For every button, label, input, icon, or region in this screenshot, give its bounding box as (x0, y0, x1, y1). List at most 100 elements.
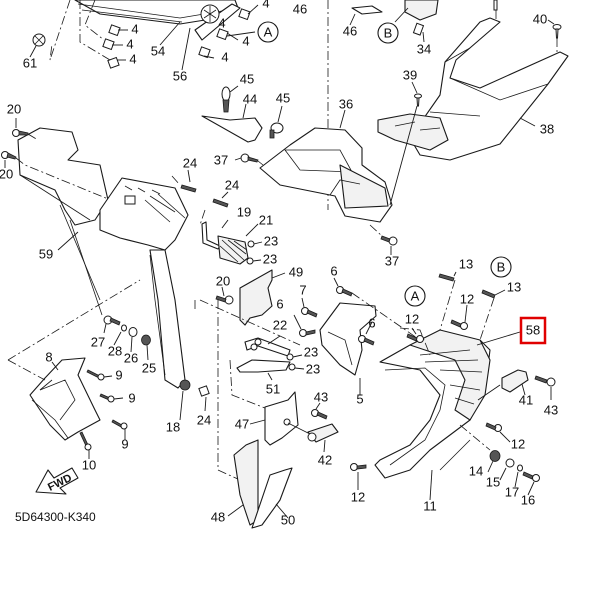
callout-6[interactable]: 6 (330, 263, 337, 278)
callout-50[interactable]: 50 (281, 512, 295, 527)
part-8-cover[interactable] (29, 357, 101, 441)
callout-9[interactable]: 9 (115, 367, 122, 382)
callout-6[interactable]: 6 (368, 315, 375, 330)
bolt-12-lower[interactable] (350, 463, 367, 471)
screw-9-a[interactable] (86, 369, 105, 381)
callout-59[interactable]: 59 (39, 246, 53, 261)
screw-6-mid[interactable] (301, 307, 318, 318)
band-45-right[interactable] (269, 122, 284, 139)
bolt-43-left[interactable] (311, 409, 328, 420)
grommet-61[interactable] (32, 33, 46, 47)
screw-37-bottom[interactable] (380, 235, 398, 246)
part-59-inner-panel[interactable] (17, 127, 109, 316)
collar-26[interactable] (128, 327, 138, 337)
callout-23[interactable]: 23 (306, 361, 320, 376)
callout-58[interactable]: 58 (526, 322, 540, 337)
callout-12[interactable]: 12 (405, 311, 419, 326)
callout-20[interactable]: 20 (216, 273, 230, 288)
callout-4[interactable]: 4 (131, 21, 138, 36)
frame-bracket[interactable] (99, 177, 189, 389)
callout-24[interactable]: 24 (183, 155, 197, 170)
callout-44[interactable]: 44 (243, 91, 257, 106)
callout-38[interactable]: 38 (540, 121, 554, 136)
callout-4[interactable]: 4 (242, 33, 249, 48)
callout-20[interactable]: 20 (7, 101, 21, 116)
rod-19[interactable] (201, 221, 221, 250)
callout-23[interactable]: 23 (264, 233, 278, 248)
part-44-trim[interactable] (201, 115, 263, 143)
part-54-footboard[interactable] (74, 0, 241, 41)
part-36-center-cover[interactable] (259, 127, 393, 223)
screw-9-c[interactable] (111, 419, 128, 430)
screw-6-top[interactable] (336, 286, 353, 297)
screw-39[interactable] (414, 93, 422, 107)
bracket-41[interactable] (501, 369, 529, 393)
nut-23-b[interactable] (246, 257, 254, 265)
callout-10[interactable]: 10 (82, 457, 96, 472)
bolt-12-mid[interactable] (406, 333, 424, 343)
callout-37[interactable]: 37 (214, 152, 228, 167)
part-47-panel[interactable] (264, 391, 299, 446)
clip-nut-4-group[interactable] (102, 8, 251, 69)
screw-37-left[interactable] (240, 153, 259, 163)
callout-54[interactable]: 54 (151, 43, 165, 58)
washer-17[interactable] (517, 464, 523, 472)
callout-12[interactable]: 12 (460, 291, 474, 306)
clip-13-b[interactable] (481, 289, 496, 299)
callout-7[interactable]: 7 (299, 282, 306, 297)
callout-43[interactable]: 43 (314, 389, 328, 404)
screw-7[interactable] (299, 329, 316, 337)
screw-20-lower[interactable] (1, 151, 17, 160)
clip-24-a[interactable] (180, 184, 197, 193)
clip-24-c[interactable] (198, 385, 210, 397)
callout-56[interactable]: 56 (173, 68, 187, 83)
callout-5[interactable]: 5 (356, 391, 363, 406)
callout-40[interactable]: 40 (533, 11, 547, 26)
screw-10[interactable] (79, 431, 92, 451)
washer-28[interactable] (121, 324, 127, 332)
callout-9[interactable]: 9 (121, 436, 128, 451)
clip-13-a[interactable] (438, 273, 455, 282)
callout-34[interactable]: 34 (417, 41, 431, 56)
collar-15[interactable] (505, 458, 515, 468)
part-50-panel[interactable] (251, 467, 293, 529)
callout-46[interactable]: 46 (343, 23, 357, 38)
callout-36[interactable]: 36 (339, 96, 353, 111)
callout-12[interactable]: 12 (511, 436, 525, 451)
bolt-12-right[interactable] (485, 422, 502, 432)
grommet-14[interactable] (489, 450, 501, 462)
callout-42[interactable]: 42 (318, 452, 332, 467)
plate-51[interactable] (236, 359, 291, 373)
callout-11[interactable]: 11 (423, 498, 437, 513)
part-34-bracket[interactable] (404, 0, 439, 36)
part-58-emblem-highlighted[interactable] (409, 329, 491, 421)
callout-25[interactable]: 25 (142, 360, 156, 375)
part-38-rear-cover[interactable] (377, 17, 569, 161)
callout-48[interactable]: 48 (211, 509, 225, 524)
callout-18[interactable]: 18 (166, 419, 180, 434)
callout-49[interactable]: 49 (289, 264, 303, 279)
callout-24[interactable]: 24 (225, 177, 239, 192)
callout-13[interactable]: 13 (459, 256, 473, 271)
callout-46[interactable]: 46 (293, 1, 307, 16)
callout-4[interactable]: 4 (129, 51, 136, 66)
callout-39[interactable]: 39 (403, 67, 417, 82)
band-45-left[interactable] (221, 86, 231, 113)
callout-21[interactable]: 21 (259, 212, 273, 227)
callout-26[interactable]: 26 (124, 350, 138, 365)
callout-45[interactable]: 45 (240, 71, 254, 86)
bracket-22[interactable] (244, 337, 291, 357)
grommet-25[interactable] (141, 334, 151, 346)
callout-4[interactable]: 4 (221, 49, 228, 64)
callout-47[interactable]: 47 (235, 416, 249, 431)
rubber-grip-21[interactable] (217, 235, 249, 265)
callout-23[interactable]: 23 (304, 344, 318, 359)
bolt-16[interactable] (522, 471, 540, 482)
callout-4[interactable]: 4 (262, 0, 269, 10)
callout-8[interactable]: 8 (45, 349, 52, 364)
callout-24[interactable]: 24 (197, 412, 211, 427)
callout-12[interactable]: 12 (351, 489, 365, 504)
callout-37[interactable]: 37 (385, 253, 399, 268)
bolt-27[interactable] (103, 315, 121, 326)
nut-23-c[interactable] (286, 353, 294, 361)
